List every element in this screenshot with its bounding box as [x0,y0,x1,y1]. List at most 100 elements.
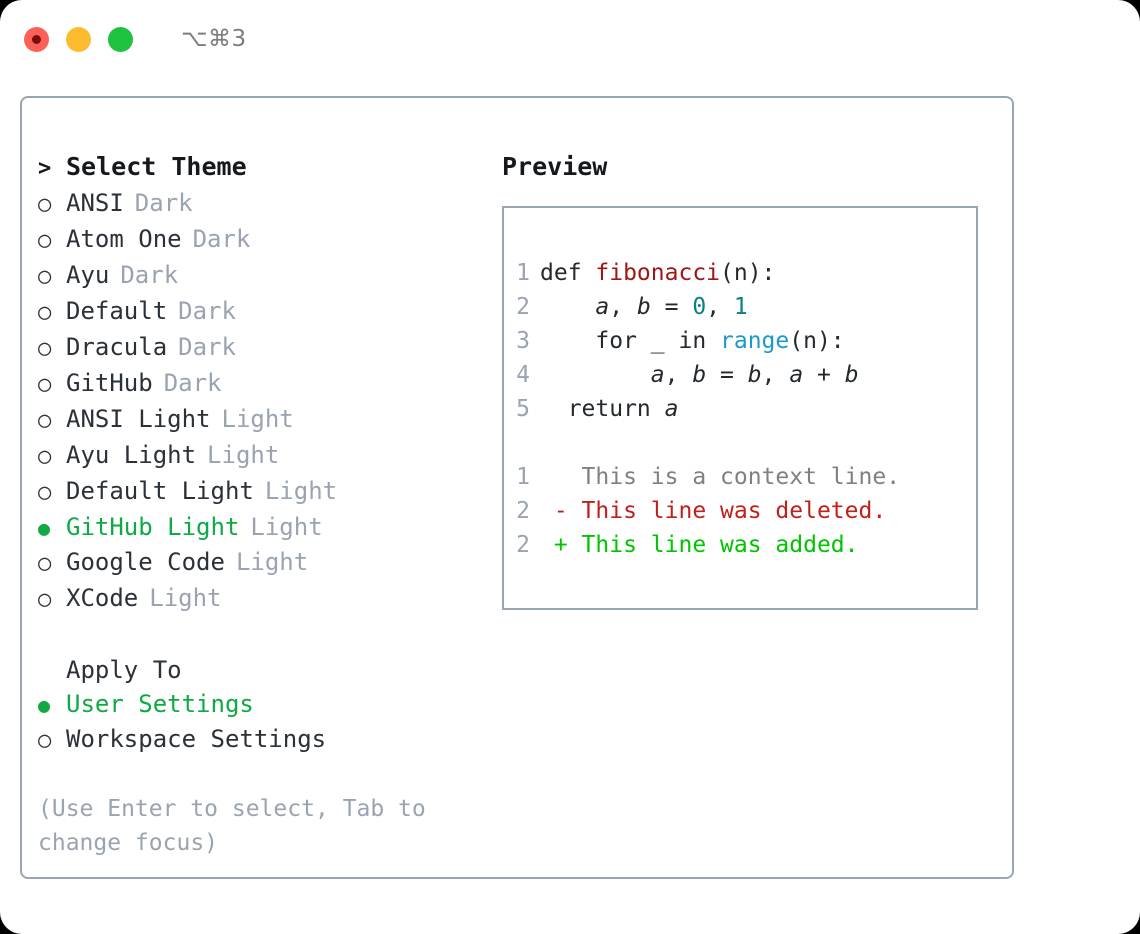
radio-selected-icon: ● [38,516,51,540]
theme-variant-label: Dark [178,297,236,325]
theme-name-label: Atom One [66,225,182,253]
code-token: (n): [720,260,776,286]
code-line: 4 a, b = b, a + b [504,358,976,392]
keyboard-shortcut-label: ⌥⌘3 [181,26,247,52]
code-token: b [692,362,707,388]
code-line-content: This is a context line. [540,460,901,494]
line-number: 3 [516,328,530,354]
code-line-content: + This line was added. [540,528,859,562]
radio-unselected-icon: ○ [38,408,52,433]
theme-variant-label: Light [207,441,280,469]
code-line-content: return a [540,392,679,426]
keyboard-hint-text: (Use Enter to select, Tab to change focu… [38,796,426,856]
code-token: def [540,260,596,286]
theme-name-label: ANSI [66,189,124,217]
radio-unselected-icon: ○ [38,444,52,469]
preview-title: Preview [502,152,608,181]
code-token: = [706,362,748,388]
line-number: 2 [516,532,530,558]
select-theme-header: > Select Theme [38,150,478,186]
radio-unselected-icon: ○ [38,587,52,612]
radio-unselected-icon: ○ [38,336,52,361]
line-number: 5 [516,396,530,422]
theme-list-item[interactable]: ○ Ayu Dark [38,258,478,294]
code-token: 1 [733,294,748,320]
code-token: a [595,294,610,320]
code-line: 2 a, b = 0, 1 [504,290,976,324]
theme-name-label: Ayu Light [66,441,197,469]
line-number: 1 [516,260,530,286]
code-token [540,294,595,320]
theme-name-label: GitHub Light [66,513,240,541]
code-line: 5 return a [504,392,976,426]
code-token: range [720,328,790,354]
theme-variant-label: Light [221,405,294,433]
code-line-content: a, b = 0, 1 [540,290,748,324]
theme-variant-label: Light [264,477,338,505]
theme-variant-label: Dark [120,261,179,289]
code-token: 0 [692,294,707,320]
radio-unselected-icon: ○ [38,728,52,753]
code-line-content: a, b = b, a + b [540,358,859,392]
code-token: b [844,362,859,388]
code-token: + [803,362,845,388]
radio-unselected-icon: ○ [38,264,52,289]
apply-to-option-label: User Settings [66,690,254,718]
line-number: 2 [516,498,530,524]
radio-unselected-icon: ○ [38,228,52,253]
code-token: for _ in [540,328,721,354]
caret-right-icon: > [38,156,52,181]
theme-name-label: Default Light [66,477,254,505]
radio-unselected-icon: ○ [38,300,52,325]
theme-list-item[interactable]: ○ Default Light Light [38,474,478,510]
theme-list-item[interactable]: ○ Ayu Light Light [38,438,478,474]
apply-to-option[interactable]: ○ Workspace Settings [38,722,478,758]
title-bar: ⌥⌘3 [0,0,1140,78]
code-token: , [609,294,637,320]
code-token: a [650,362,665,388]
code-line-content: for _ in range(n): [540,324,844,358]
minimize-button-icon[interactable] [66,26,91,52]
radio-unselected-icon: ○ [38,480,52,505]
code-token: , [664,362,693,388]
close-button-icon[interactable] [24,26,49,52]
radio-unselected-icon: ○ [38,372,52,397]
code-token: , [706,294,734,320]
code-line-content: - This line was deleted. [540,494,886,528]
theme-name-label: XCode [66,584,139,612]
code-token: This is [540,464,693,490]
code-line: 3 for _ in range(n): [504,324,976,358]
code-token: a [789,362,804,388]
theme-variant-label: Dark [178,333,236,361]
code-token: b [636,294,651,320]
code-token: a [692,464,707,490]
apply-to-option-label: Workspace Settings [66,725,327,753]
radio-unselected-icon: ○ [38,551,52,576]
maximize-button-icon[interactable] [108,26,133,52]
theme-name-label: Ayu [66,261,110,289]
apply-to-option[interactable]: ●User Settings [38,687,478,722]
code-line-content: def fibonacci(n): [540,256,775,290]
apply-to-header: Apply To [66,656,182,684]
radio-unselected-icon: ○ [38,192,52,217]
theme-name-label: Google Code [66,548,225,576]
code-line: 2 - This line was deleted. [504,494,976,528]
line-number: 4 [516,362,530,388]
code-token: fibonacci [595,260,721,286]
code-token: return [540,396,665,422]
